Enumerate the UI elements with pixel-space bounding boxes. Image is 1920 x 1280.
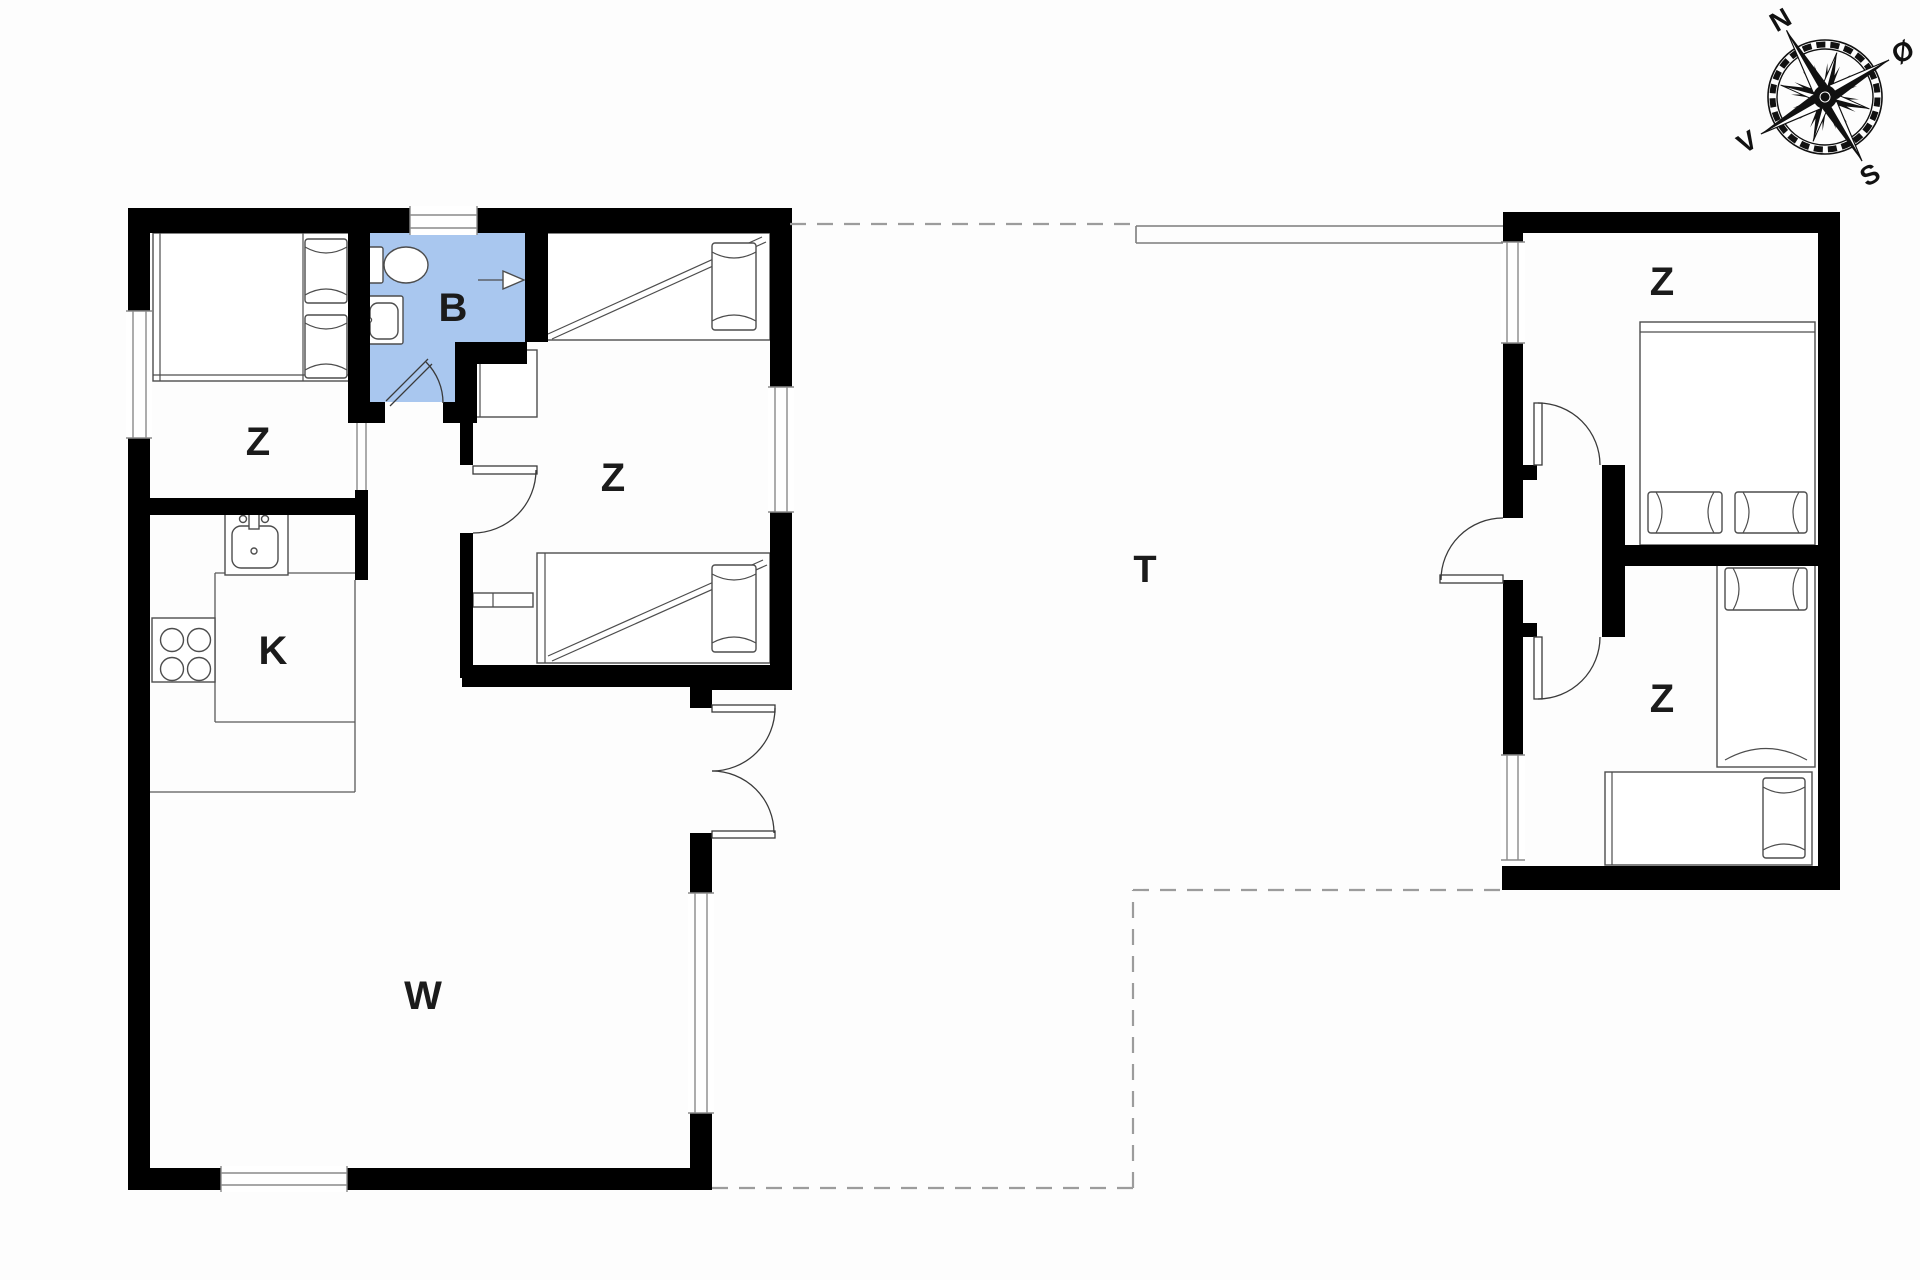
kitchen-sink — [224, 511, 289, 576]
label-living-room: W — [404, 974, 442, 1018]
door-annex-entrance — [1439, 517, 1504, 584]
door-bathroom — [385, 358, 444, 407]
door-bedroom-center — [472, 465, 538, 534]
bed-main-center-bottom — [536, 552, 771, 664]
label-bedroom-main-left: Z — [246, 420, 270, 464]
window-annex-left-upper — [1501, 241, 1525, 344]
opening-bedroom-left — [353, 423, 370, 490]
label-annex-bedroom-bottom: Z — [1650, 677, 1674, 721]
walkway-edge — [1135, 225, 1503, 244]
compass-south-label: S — [1855, 157, 1886, 192]
label-bathroom: B — [439, 286, 468, 330]
window-right-upper — [768, 386, 794, 513]
label-terrace: T — [1133, 549, 1156, 591]
compass-letters: N Ø S V — [1732, 2, 1920, 192]
window-top-wall — [409, 206, 478, 235]
furniture-layer — [150, 232, 1816, 866]
toilet — [359, 246, 429, 284]
compass-west-label: V — [1732, 125, 1763, 160]
door-terrace-french — [711, 704, 776, 839]
bed-annex-top — [1639, 321, 1816, 546]
bed-annex-bottom — [1604, 771, 1813, 866]
window-left-wall — [126, 310, 152, 439]
shelf — [472, 592, 534, 608]
windows — [126, 206, 1525, 1192]
bed-main-center-top — [539, 232, 771, 341]
door-annex-bottom-room — [1533, 636, 1601, 700]
compass-cardinals — [1760, 30, 1890, 162]
label-bedroom-main-center: Z — [601, 456, 625, 500]
window-bottom-wall — [220, 1166, 348, 1192]
drain-arrow-icon — [478, 269, 526, 291]
compass-rose: N Ø S V — [1732, 2, 1920, 192]
room-labels: Z B Z K W T Z Z — [246, 260, 1674, 1018]
bed-main-left — [152, 232, 356, 382]
compass-hub — [1813, 85, 1837, 109]
label-annex-bedroom-top: Z — [1650, 260, 1674, 304]
bathroom-sink — [363, 295, 404, 345]
compass-east-label: Ø — [1886, 34, 1919, 70]
walls — [128, 208, 1840, 1190]
window-right-lower — [688, 892, 714, 1114]
terrace-outline — [712, 222, 1502, 1190]
door-annex-top-room — [1533, 402, 1601, 466]
bed-annex-right — [1716, 557, 1816, 768]
compass-north-label: N — [1765, 2, 1797, 38]
window-annex-left-lower — [1501, 754, 1525, 861]
stove — [151, 617, 216, 683]
label-kitchen: K — [259, 629, 288, 673]
doors — [385, 358, 1601, 839]
